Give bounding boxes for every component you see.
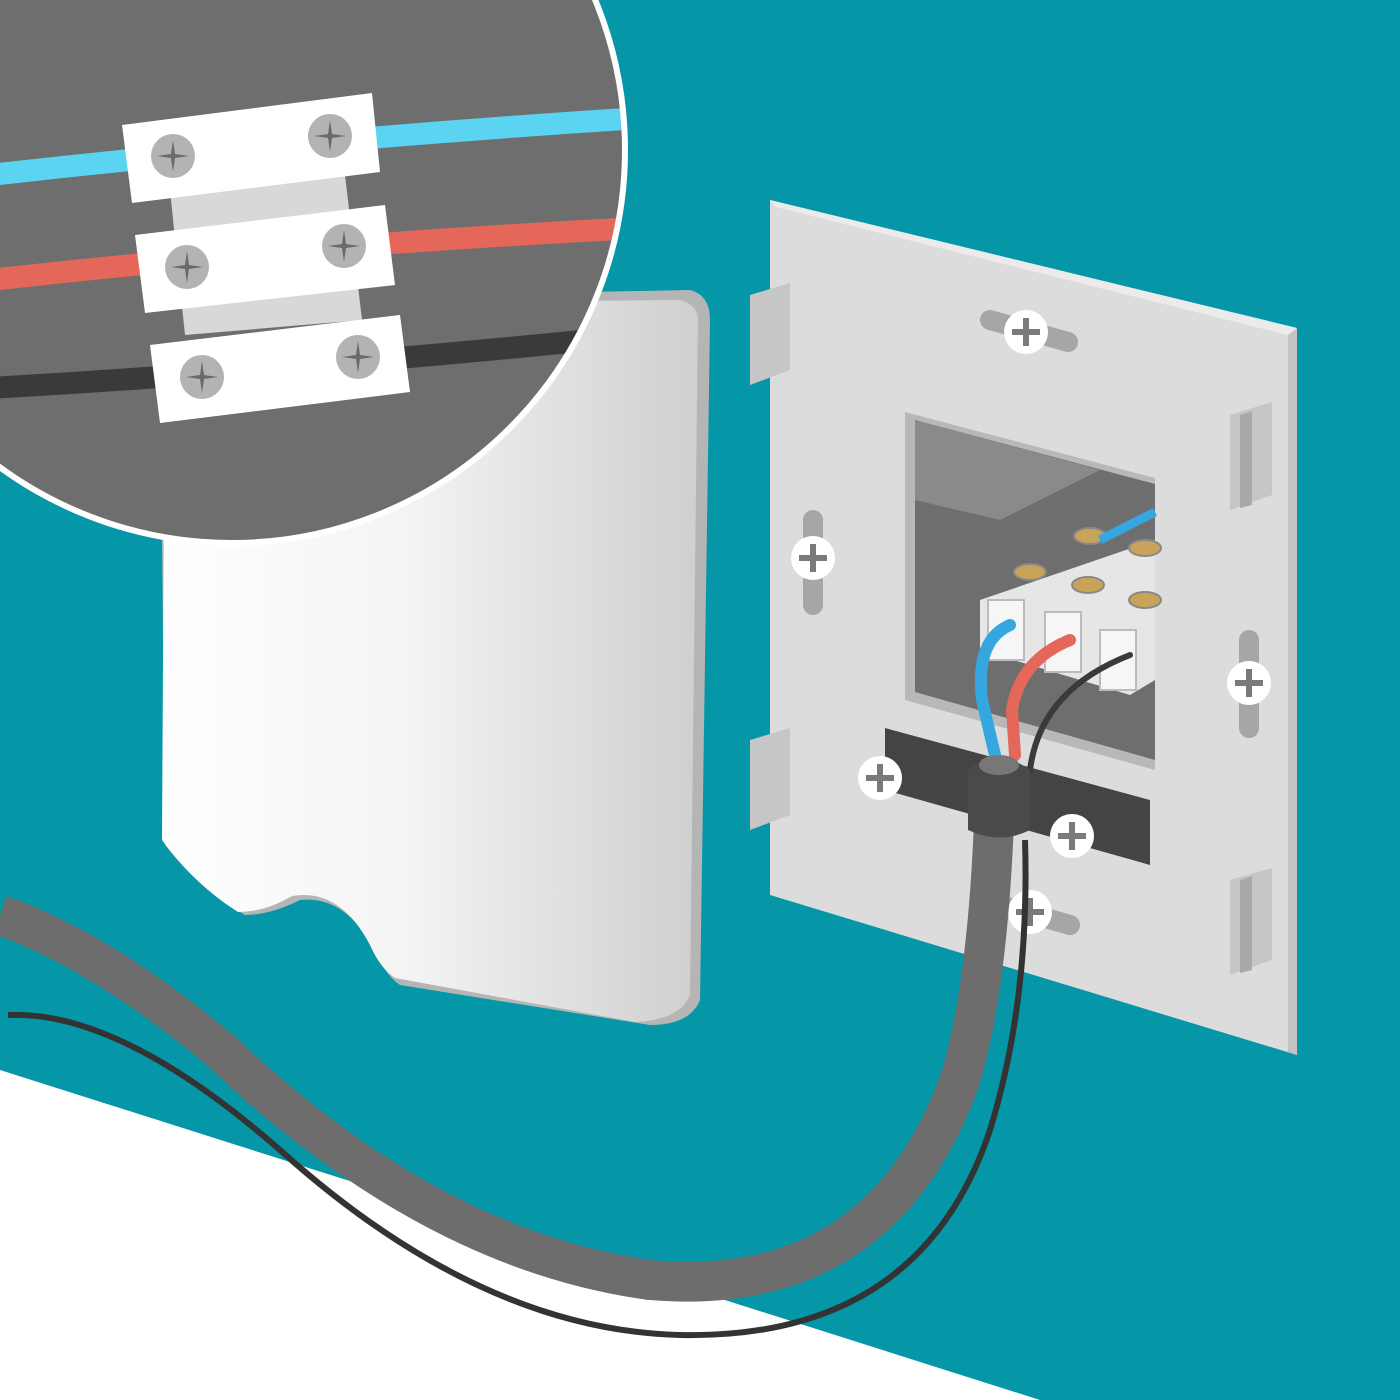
- screw-icon: [791, 536, 835, 580]
- screw-icon: [1227, 661, 1271, 705]
- screw-icon: [1008, 890, 1052, 934]
- screw-icon: [858, 756, 902, 800]
- cable-clamp-icon: [968, 757, 1030, 838]
- black-wire: [7, 839, 1029, 1339]
- main-cable: [0, 789, 1015, 1302]
- wires: [974, 619, 1133, 773]
- screw-icon: [1050, 814, 1094, 858]
- terminal-block-icon: [980, 527, 1162, 695]
- screw-icon: [1004, 310, 1048, 354]
